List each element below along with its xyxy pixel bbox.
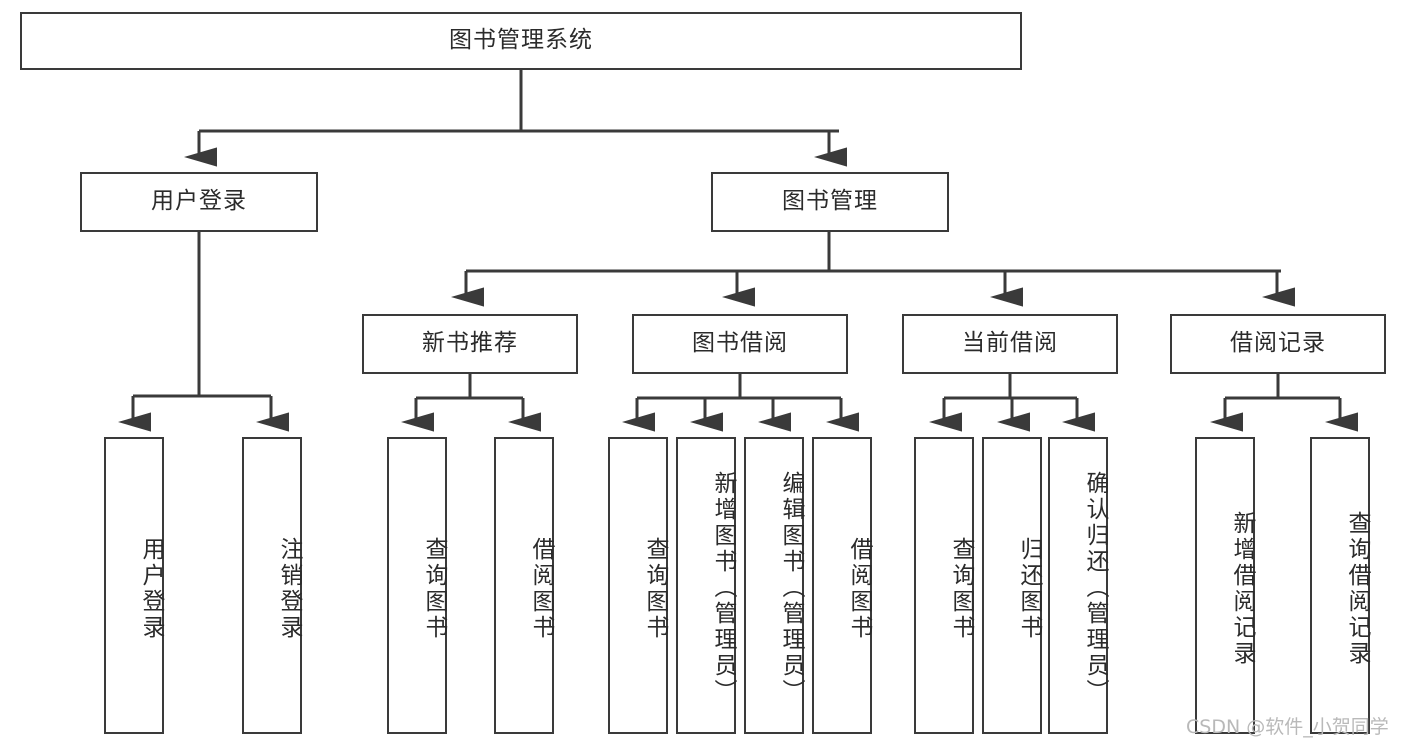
node-book-borrowing[interactable]: 图书借阅: [632, 314, 848, 374]
node-label: 查询图书: [421, 536, 447, 641]
node-label: 注销登录: [276, 536, 302, 641]
leaf-current-borrow-return-books[interactable]: 归还图书: [982, 437, 1042, 734]
node-book-management[interactable]: 图书管理: [711, 172, 949, 232]
leaf-new-book-borrow-books[interactable]: 借阅图书: [494, 437, 554, 734]
node-current-borrowing[interactable]: 当前借阅: [902, 314, 1118, 374]
node-label: 归还图书: [1016, 536, 1042, 641]
node-user-login[interactable]: 用户登录: [80, 172, 318, 232]
node-label: 新增图书（管理员）: [710, 470, 736, 705]
node-label: 借阅图书: [846, 536, 872, 641]
leaf-new-book-query-books[interactable]: 查询图书: [387, 437, 447, 734]
csdn-watermark: CSDN @软件_小贺同学: [1186, 716, 1389, 738]
node-label: 新书推荐: [422, 330, 518, 357]
node-label: 查询图书: [642, 536, 668, 641]
node-label: 图书管理: [782, 188, 878, 215]
node-borrowing-record[interactable]: 借阅记录: [1170, 314, 1386, 374]
node-label: 图书管理系统: [449, 27, 593, 54]
node-label: 借阅图书: [528, 536, 554, 641]
node-label: 新增借阅记录: [1229, 510, 1255, 667]
leaf-borrow-record-add-record[interactable]: 新增借阅记录: [1195, 437, 1255, 734]
node-label: 查询图书: [948, 536, 974, 641]
leaf-borrow-record-query-record[interactable]: 查询借阅记录: [1310, 437, 1370, 734]
leaf-book-borrow-add-book-admin[interactable]: 新增图书（管理员）: [676, 437, 736, 734]
leaf-book-borrow-edit-book-admin[interactable]: 编辑图书（管理员）: [744, 437, 804, 734]
leaf-user-login-sign-in[interactable]: 用户登录: [104, 437, 164, 734]
node-label: 查询借阅记录: [1344, 510, 1370, 667]
node-new-book-recommendation[interactable]: 新书推荐: [362, 314, 578, 374]
node-label: 确认归还（管理员）: [1082, 470, 1108, 705]
leaf-current-borrow-query-books[interactable]: 查询图书: [914, 437, 974, 734]
node-label: 借阅记录: [1230, 330, 1326, 357]
node-label: 当前借阅: [962, 330, 1058, 357]
leaf-user-login-sign-out[interactable]: 注销登录: [242, 437, 302, 734]
leaf-current-borrow-confirm-return-admin[interactable]: 确认归还（管理员）: [1048, 437, 1108, 734]
node-label: 用户登录: [138, 536, 164, 641]
node-label: 用户登录: [151, 188, 247, 215]
leaf-book-borrow-borrow-books[interactable]: 借阅图书: [812, 437, 872, 734]
node-label: 图书借阅: [692, 330, 788, 357]
node-label: 编辑图书（管理员）: [778, 470, 804, 705]
node-root-book-management-system[interactable]: 图书管理系统: [20, 12, 1022, 70]
leaf-book-borrow-query-books[interactable]: 查询图书: [608, 437, 668, 734]
